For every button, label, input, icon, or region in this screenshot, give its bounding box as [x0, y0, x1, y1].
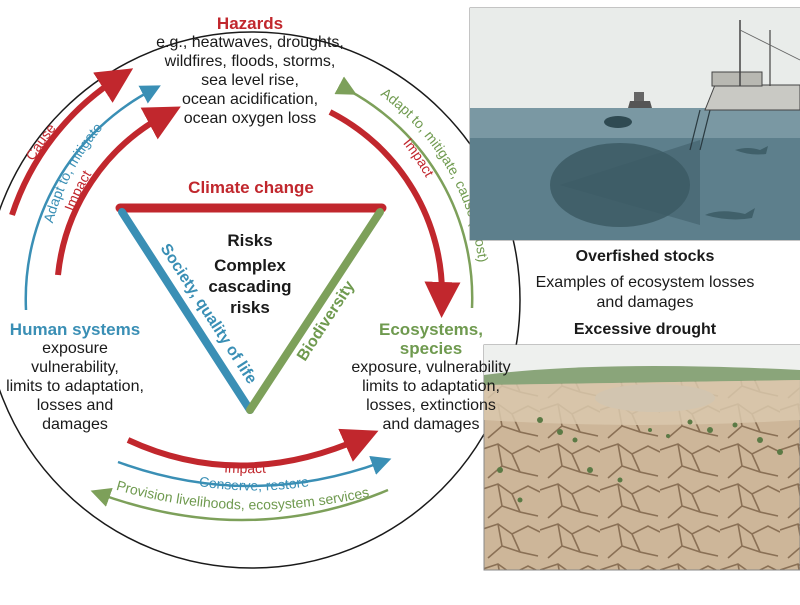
hazards-line: wildfires, floods, storms, [164, 53, 336, 70]
human-systems-line: losses and [36, 397, 114, 414]
arrow-provision [90, 487, 389, 522]
arrow-impact-right [328, 109, 461, 318]
label-conserve: Conserve, restore [198, 473, 310, 493]
arrow-impact-left [55, 106, 181, 276]
arrow-conserve [117, 456, 392, 488]
human-systems-block: Human systems exposure vulnerability, li… [0, 320, 150, 434]
ecosystems-line: exposure, vulnerability [351, 359, 511, 376]
caption-examples-line: Examples of ecosystem losses [535, 274, 755, 291]
label-impact-bottom: Impact [224, 459, 266, 476]
ecosystems-line: and damages [382, 416, 480, 433]
center-complex-line: Complex [214, 256, 286, 275]
hazards-line: e.g., heatwaves, droughts, [156, 34, 344, 51]
caption-overfished: Overfished stocks [575, 248, 715, 265]
hazards-line: ocean acidification, [181, 91, 319, 108]
ecosystems-line: losses, extinctions [366, 397, 496, 414]
ecosystems-title: species [399, 339, 463, 358]
human-systems-line: vulnerability, [31, 359, 119, 376]
human-systems-line: limits to adaptation, [6, 378, 144, 395]
ecosystems-line: limits to adaptation, [362, 378, 500, 395]
human-systems-line: damages [42, 416, 108, 433]
caption-drought: Excessive drought [573, 321, 717, 338]
human-systems-title: Human systems [9, 320, 141, 339]
drought-panel [483, 344, 800, 571]
arrow-adapt-mitigate [24, 85, 161, 311]
center-risks: Risks [227, 231, 273, 250]
center-complex-line: cascading [208, 277, 292, 296]
center-risks-block: Risks Complex cascading risks [190, 230, 310, 318]
arrow-adapt-mitigate-cause [334, 76, 474, 309]
hazards-block: Hazards e.g., heatwaves, droughts, wildf… [150, 14, 350, 128]
outer-circle [0, 31, 521, 569]
center-complex-line: risks [230, 298, 270, 317]
human-systems-line: exposure [42, 340, 108, 357]
hazards-title: Hazards [216, 14, 284, 33]
ecosystems-block: Ecosystems, species exposure, vulnerabil… [346, 320, 516, 434]
hazards-line: sea level rise, [201, 72, 299, 89]
arrow-impact-bottom [126, 428, 379, 469]
arrow-cause [9, 68, 134, 216]
triangle-left-edge [118, 208, 254, 414]
caption-examples-line: and damages [596, 294, 694, 311]
ecosystems-title: Ecosystems, [379, 320, 483, 339]
triangle-right-edge [246, 208, 384, 414]
hazards-line: ocean oxygen loss [183, 110, 317, 127]
label-climate-change: Climate change [188, 178, 314, 197]
overfishing-panel [469, 7, 800, 241]
caption-examples: Examples of ecosystem losses and damages [490, 273, 800, 313]
